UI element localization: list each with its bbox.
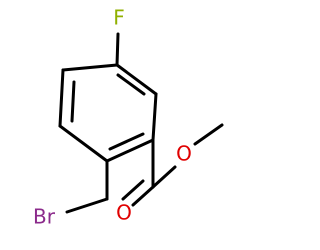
- bond-c1-fluorine: [115, 32, 120, 67]
- ring-bond-c3-c4: [58, 124, 109, 163]
- carbonyl-oxygen-label: O: [116, 201, 132, 225]
- bromine-atom-label: Br: [33, 205, 56, 229]
- ring-inner-bond-c4-c5: [108, 132, 145, 151]
- ring-bond-c6-c1: [115, 63, 158, 96]
- ring-inner-bond-c6-c1: [116, 73, 146, 96]
- bond-ch2-bromine: [65, 197, 109, 214]
- bond-carbonyl-carbon-ester-oxygen: [151, 165, 177, 189]
- bond-ester-oxygen-methyl: [193, 123, 224, 146]
- ring-bond-c1-c2: [61, 63, 119, 72]
- bond-carbonyl-double-inner: [121, 179, 145, 201]
- ring-bond-c5-c6: [151, 92, 158, 142]
- bond-carbonyl-double-outer: [131, 185, 155, 207]
- ester-oxygen-label: O: [176, 142, 192, 166]
- ring-inner-bond-c2-c3: [70, 80, 76, 123]
- ring-bond-c2-c3: [58, 68, 65, 128]
- ring-bond-c4-c5: [105, 138, 155, 163]
- fluorine-atom-label: F: [113, 6, 125, 30]
- chemical-structure-diagram: F Br O O: [33, 6, 224, 229]
